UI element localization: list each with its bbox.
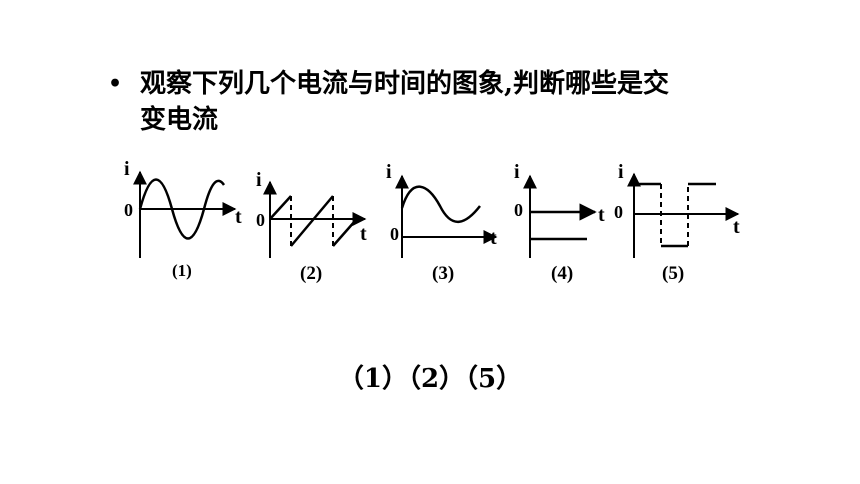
graph-3-label: (3) [432,263,454,284]
graph-1-origin-label: 0 [124,200,133,220]
question-line-1: 观察下列几个电流与时间的图象,判断哪些是交 [140,69,670,99]
graph-5-i-label: i [618,161,624,183]
graph-1-label: (1) [172,261,192,280]
graph-1: i 0 t (1) [124,158,242,280]
graph-2-origin-label: 0 [256,210,265,230]
current-time-graphs: i 0 t (1) i 0 t (2) i 0 t (3) i 0 t (4) [124,158,740,284]
graph-2-label: (2) [300,263,322,284]
graph-5-dashed-edges [660,184,689,246]
graph-2-t-label: t [360,223,367,245]
graph-2: i 0 t (2) [256,169,367,284]
graph-5-t-label: t [733,216,740,238]
graph-1-i-label: i [124,158,130,180]
graph-5: i 0 t (5) [614,161,740,284]
graph-5-label: (5) [662,263,684,284]
graph-3-i-label: i [386,161,392,183]
answer-text: （1）（2）（5） [337,364,523,394]
graph-2-i-label: i [256,169,262,191]
graph-3-wave [400,185,481,224]
graph-4-label: (4) [551,263,573,284]
bullet: • [108,71,123,97]
graph-3-t-label: t [490,227,497,249]
graph-4-t-label: t [598,204,605,226]
graph-5-origin-label: 0 [614,202,623,222]
graph-2-sawtooth [269,195,356,247]
graph-4-i-label: i [514,161,520,183]
graph-3: i 0 t (3) [386,161,498,284]
question-line-2: 变电流 [140,105,219,135]
graph-1-t-label: t [235,206,242,228]
graph-5-square-wave [634,182,716,248]
graph-4-origin-label: 0 [514,200,523,220]
graph-1-sine-curve [138,178,226,240]
graph-3-origin-label: 0 [390,224,399,244]
graph-4: i 0 t (4) [514,161,605,284]
